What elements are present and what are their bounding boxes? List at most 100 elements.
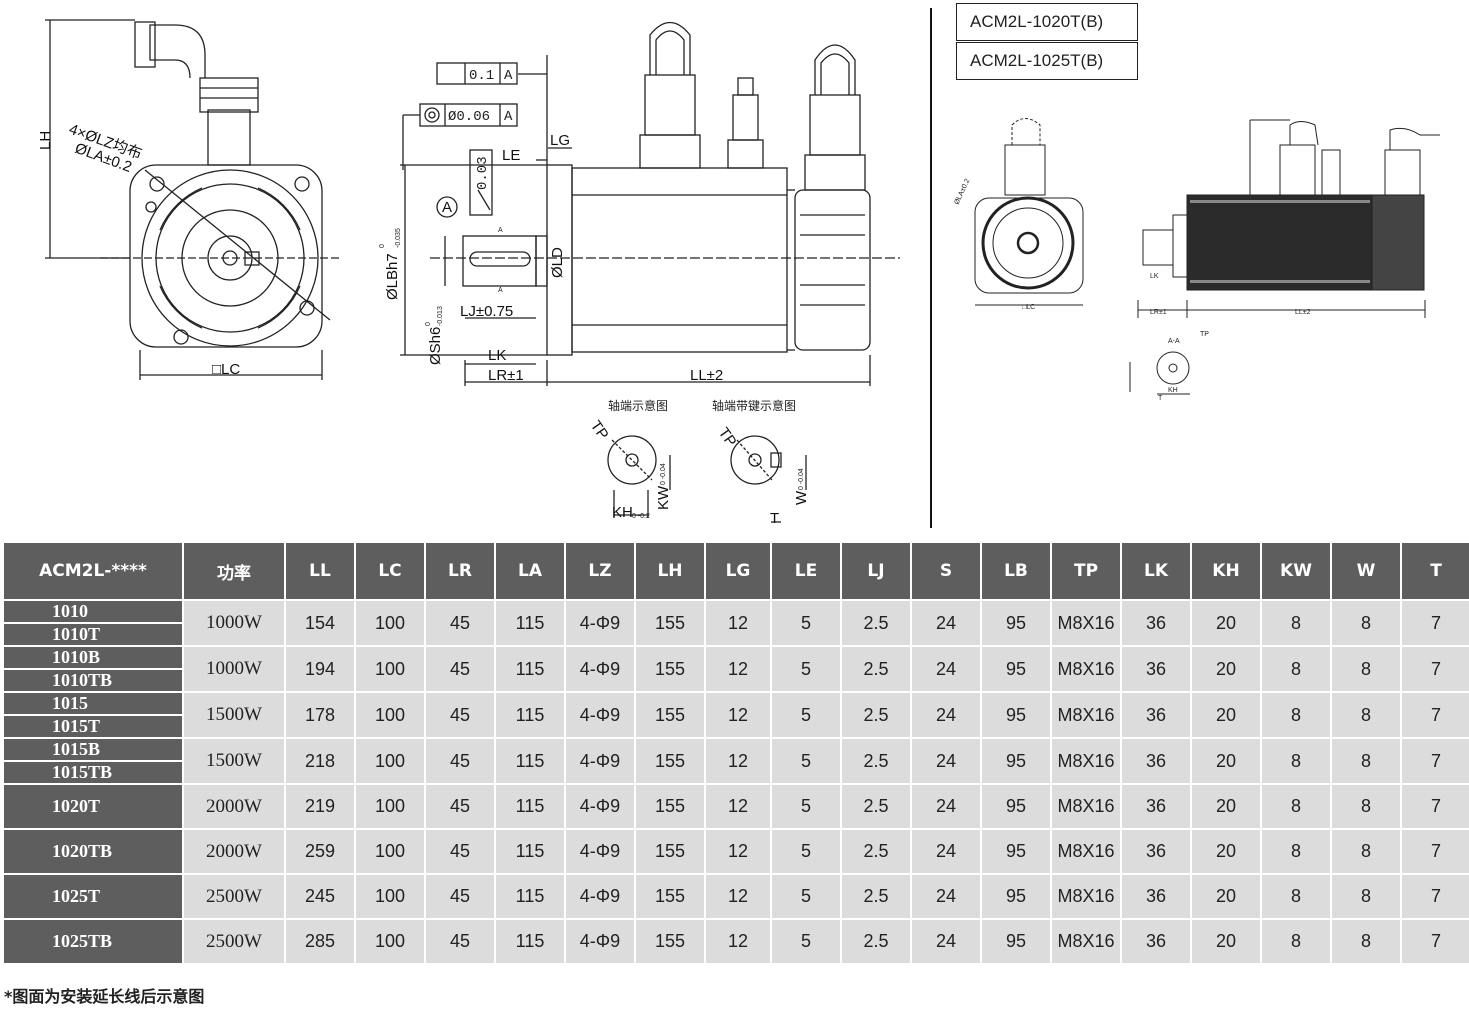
table-cell: M8X16	[1052, 739, 1120, 783]
table-cell: 2.5	[842, 647, 910, 691]
label-lg: LG	[550, 132, 570, 149]
table-cell: 5	[772, 601, 840, 645]
table-cell: 115	[496, 601, 564, 645]
table-cell: 245	[286, 875, 354, 918]
label-right-lr: LR±1	[1150, 309, 1167, 316]
table-cell: 20	[1192, 830, 1260, 873]
table-cell: 45	[426, 920, 494, 963]
table-cell: 4-Φ9	[566, 785, 634, 828]
table-cell: 2.5	[842, 785, 910, 828]
table-cell: 100	[356, 785, 424, 828]
table-cell: 8	[1332, 647, 1400, 691]
table-cell: 100	[356, 739, 424, 783]
table-header-cell: 功率	[184, 543, 284, 599]
table-cell: 4-Φ9	[566, 601, 634, 645]
table-cell: 24	[912, 830, 980, 873]
table-cell: 95	[982, 920, 1050, 963]
table-cell: 5	[772, 693, 840, 737]
tolerance-frames	[419, 62, 518, 218]
table-cell: 155	[636, 830, 704, 873]
model-name: 1010	[52, 601, 88, 621]
table-cell: M8X16	[1052, 693, 1120, 737]
model-name: 1025TB	[52, 931, 113, 951]
label-flatness-datum: A	[504, 68, 513, 84]
table-cell: M8X16	[1052, 875, 1120, 918]
table-cell: 7	[1402, 601, 1469, 645]
table-cell: 8	[1262, 647, 1330, 691]
label-right-t: T	[1158, 395, 1163, 402]
table-cell: 20	[1192, 739, 1260, 783]
table-header-cell: LR	[426, 543, 494, 599]
table-cell: 178	[286, 693, 354, 737]
table-header-cell: LA	[496, 543, 564, 599]
model-name: 1010T	[4, 622, 182, 645]
table-cell: 4-Φ9	[566, 830, 634, 873]
table-cell: 24	[912, 693, 980, 737]
table-cell: 2.5	[842, 875, 910, 918]
table-cell: 36	[1122, 875, 1190, 918]
table-cell: 36	[1122, 785, 1190, 828]
table-cell: 7	[1402, 647, 1469, 691]
table-cell: 12	[706, 601, 770, 645]
model-name: 1015T	[4, 714, 182, 737]
label-right-aa: A-A	[1168, 338, 1180, 345]
table-cell: 45	[426, 647, 494, 691]
table-cell: 1500W	[184, 693, 284, 737]
table-cell: 5	[772, 830, 840, 873]
table-cell: 36	[1122, 920, 1190, 963]
table-header-cell: LH	[636, 543, 704, 599]
table-cell: 20	[1192, 647, 1260, 691]
label-kh-tol: 0 -0.2	[632, 513, 650, 520]
label-tp-1: TP	[587, 418, 612, 443]
table-cell: 155	[636, 920, 704, 963]
label-flatness: 0.1	[469, 68, 494, 84]
table-cell: 20	[1192, 920, 1260, 963]
model-cell: 1020TB	[4, 830, 182, 873]
table-cell: 8	[1262, 830, 1330, 873]
model-name: 1010TB	[4, 668, 182, 691]
table-cell: 1000W	[184, 601, 284, 645]
label-lr: LR±1	[488, 367, 524, 384]
table-cell: 155	[636, 785, 704, 828]
label-right-la: ØLA±0.2	[953, 178, 971, 206]
table-header-cell: LK	[1122, 543, 1190, 599]
table-cell: 45	[426, 875, 494, 918]
label-lb: ØLBh7	[384, 253, 401, 300]
table-header-cell: W	[1332, 543, 1400, 599]
label-section-a-bot: A	[498, 287, 503, 294]
label-sh-tol-bot: -0.013	[437, 306, 444, 326]
table-header-cell: T	[1402, 543, 1469, 599]
label-runout: Ø0.06	[448, 109, 490, 125]
model-name: 1020TB	[52, 841, 113, 861]
table-cell: 155	[636, 739, 704, 783]
table-cell: 8	[1262, 601, 1330, 645]
table-cell: 12	[706, 830, 770, 873]
table-cell: 45	[426, 785, 494, 828]
table-header-cell: LL	[286, 543, 354, 599]
label-w: W	[793, 490, 810, 505]
table-header-cell: TP	[1052, 543, 1120, 599]
model-name: 1015	[52, 693, 88, 713]
table-cell: 8	[1262, 693, 1330, 737]
table-cell: 95	[982, 830, 1050, 873]
table-header-cell: KW	[1262, 543, 1330, 599]
table-cell: 2.5	[842, 920, 910, 963]
label-sh: ØSh6	[427, 327, 444, 365]
model-name: 1025T	[52, 886, 101, 906]
table-cell: 4-Φ9	[566, 739, 634, 783]
table-cell: 45	[426, 739, 494, 783]
shaft-end-sections	[607, 435, 807, 523]
table-cell: M8X16	[1052, 830, 1120, 873]
table-cell: 12	[706, 693, 770, 737]
table-cell: 115	[496, 830, 564, 873]
dimension-drawings: LH 4×ØLZ均布 ØLA±0.2 □LC 0.1 A Ø0.06 A LG …	[37, 19, 1440, 527]
label-sh-tol-top: 0	[425, 322, 432, 326]
table-cell: 2.5	[842, 693, 910, 737]
